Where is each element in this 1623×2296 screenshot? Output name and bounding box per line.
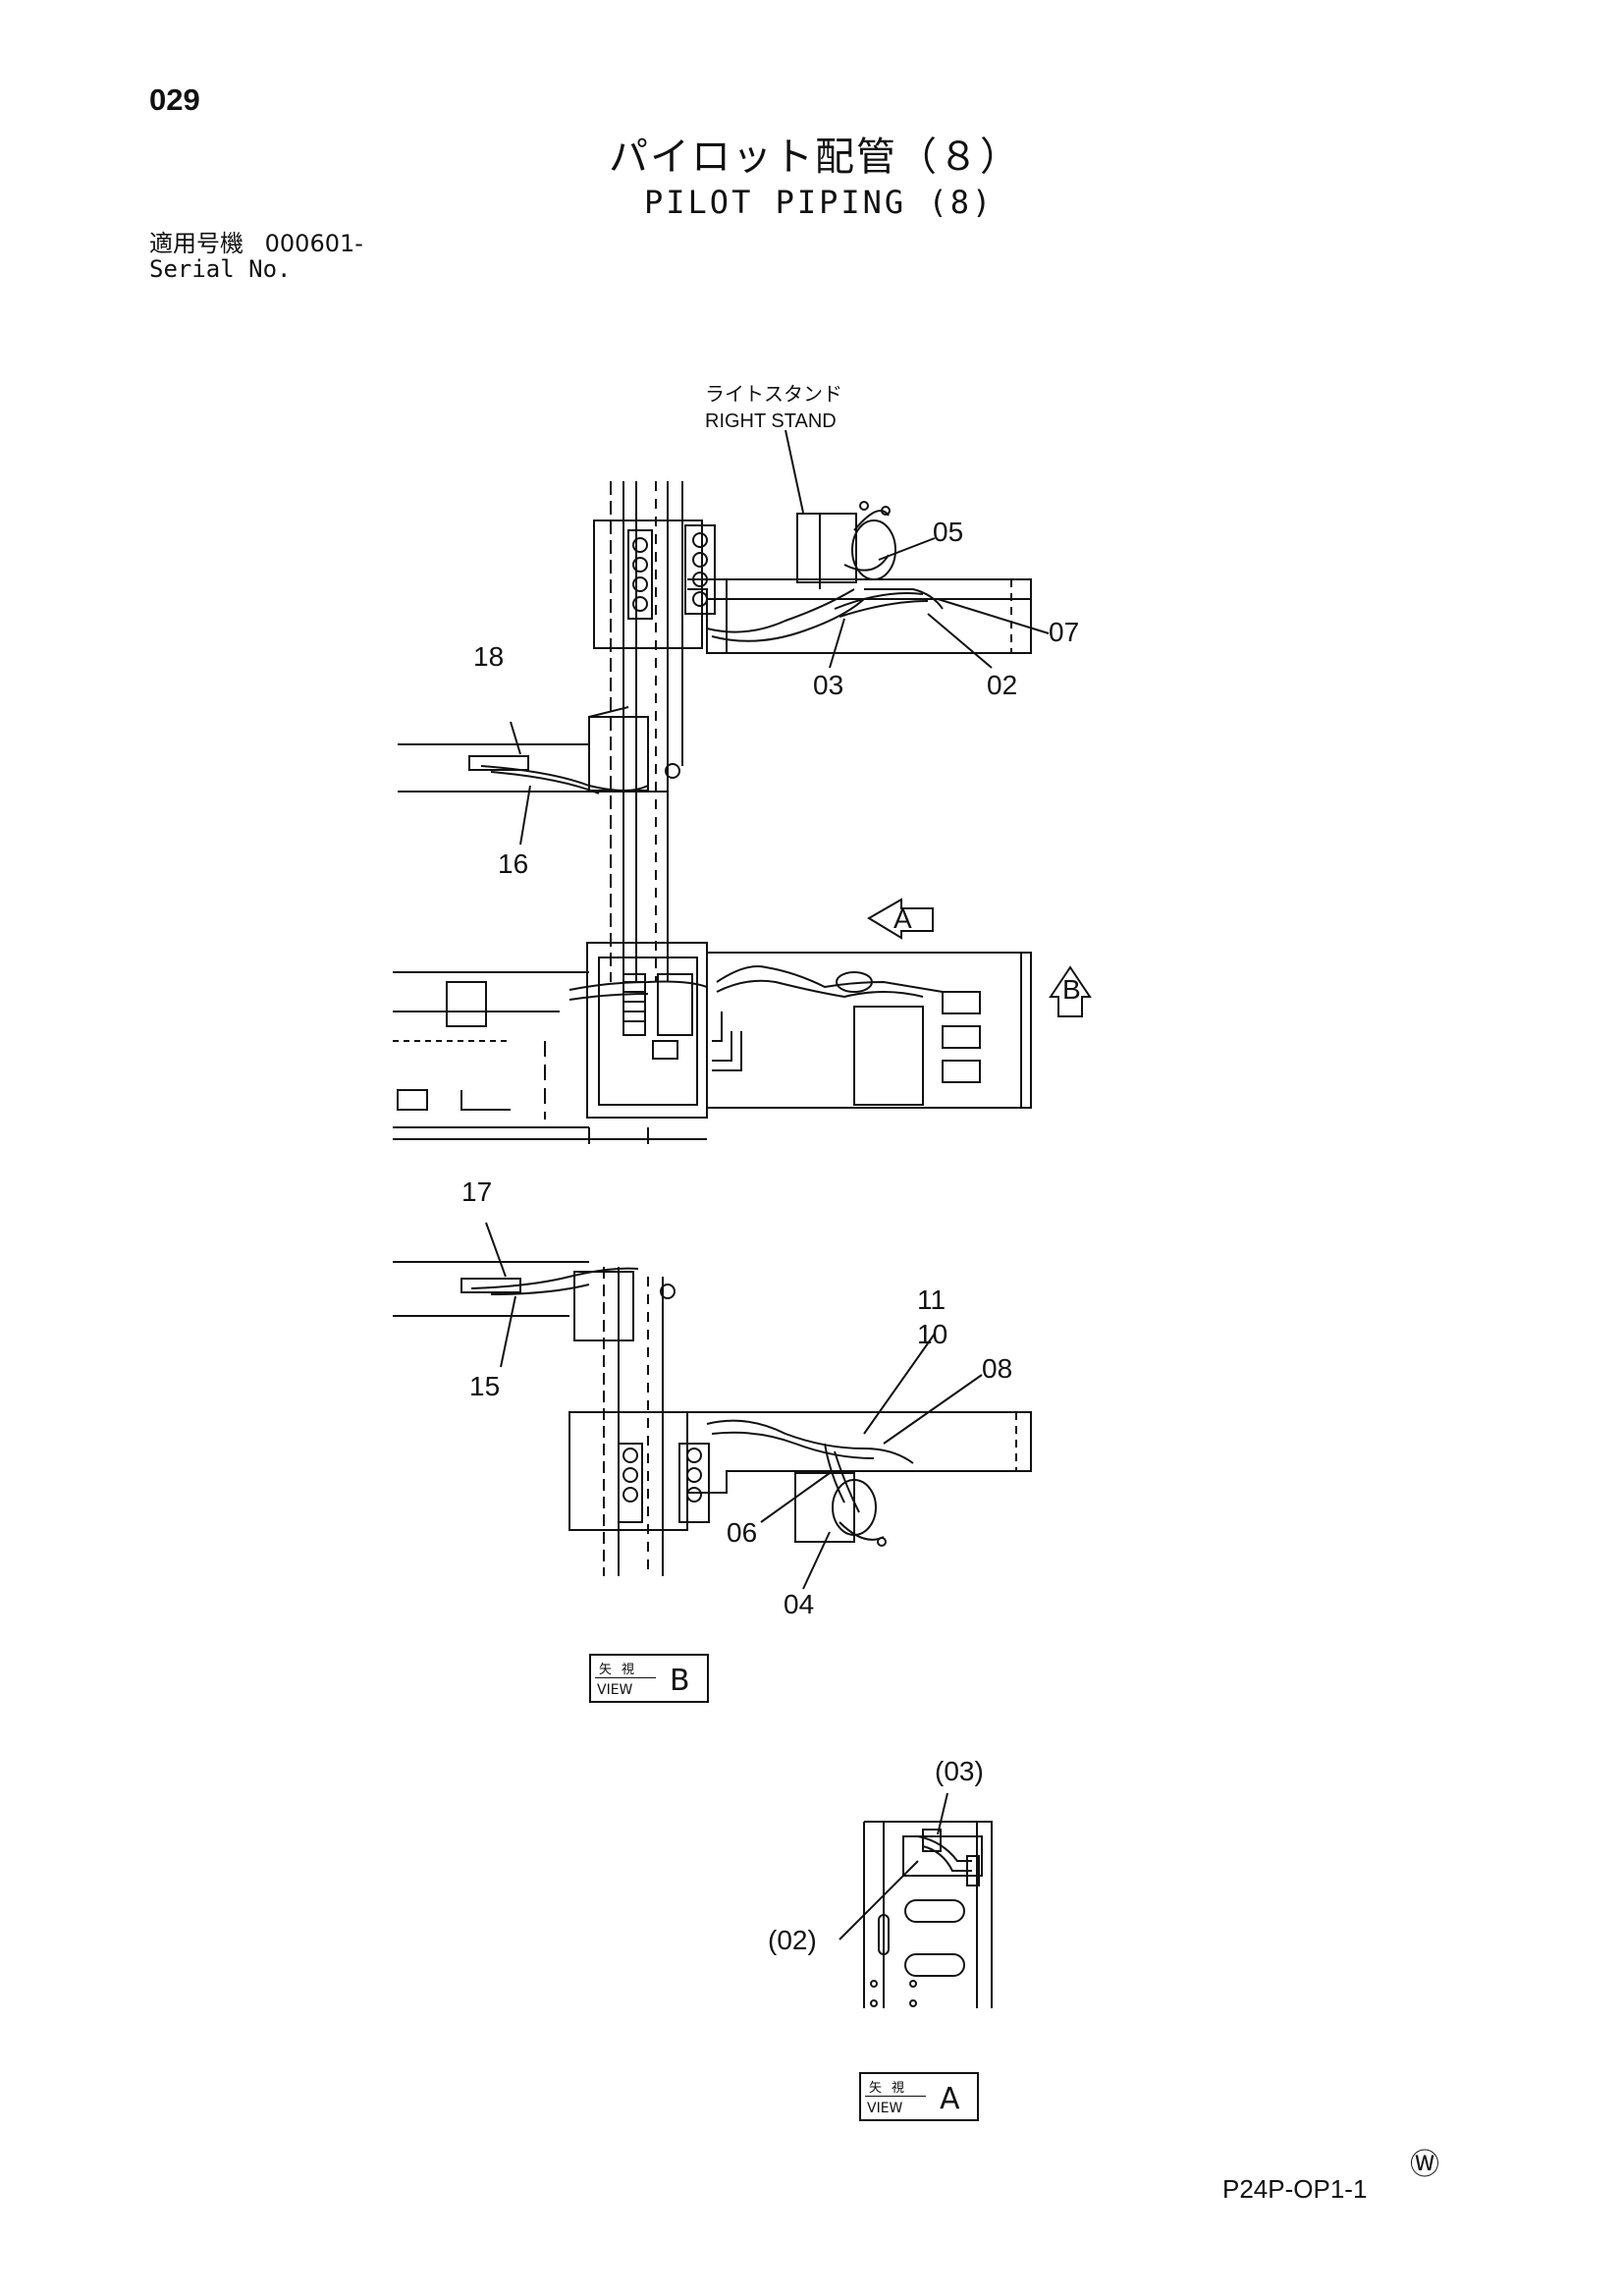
view-b-en: VIEW bbox=[597, 1682, 633, 1698]
figure-side-view bbox=[398, 429, 1050, 982]
view-arrow-b-letter: B bbox=[1062, 974, 1081, 1005]
figure-plan-view bbox=[393, 898, 1092, 1144]
serial-label: 適用号機 bbox=[149, 230, 243, 257]
callout-10: 10 bbox=[917, 1319, 948, 1349]
callout-07: 07 bbox=[1049, 617, 1080, 647]
title-japanese: パイロット配管（８） bbox=[609, 135, 1021, 180]
serial-label-en: Serial No. bbox=[149, 255, 292, 283]
serial-value: 000601- bbox=[264, 230, 363, 257]
callout-ref-02: (02) bbox=[768, 1925, 817, 1955]
serial-label-jp: 適用号機 000601- bbox=[149, 232, 363, 255]
view-arrow-a-letter: A bbox=[893, 903, 912, 934]
callout-05: 05 bbox=[933, 517, 964, 547]
view-b-jp: 矢視 bbox=[599, 1663, 645, 1677]
view-a-letter: A bbox=[940, 2082, 960, 2116]
view-arrow-b bbox=[1049, 965, 1092, 1017]
figure-view-b bbox=[393, 1222, 1032, 1590]
callout-02: 02 bbox=[987, 670, 1018, 700]
callout-06: 06 bbox=[727, 1517, 758, 1548]
callout-08: 08 bbox=[982, 1353, 1013, 1384]
callout-04: 04 bbox=[784, 1589, 815, 1619]
w-mark: Ⓦ bbox=[1410, 2148, 1439, 2182]
view-b-letter: B bbox=[670, 1664, 690, 1698]
callout-16: 16 bbox=[498, 848, 529, 879]
view-b-divider bbox=[595, 1677, 656, 1678]
callout-11: 11 bbox=[917, 1285, 947, 1315]
callout-03: 03 bbox=[813, 670, 844, 700]
figure-view-a bbox=[839, 1792, 993, 2008]
view-a-jp: 矢視 bbox=[869, 2081, 915, 2096]
view-arrow-a bbox=[867, 898, 934, 940]
drawing-code: P24P-OP1-1 bbox=[1222, 2174, 1368, 2204]
page-number: 029 bbox=[149, 82, 200, 117]
label-right-stand-jp: ライトスタンド bbox=[705, 384, 842, 406]
view-b-label: 矢視 VIEW B bbox=[589, 1654, 709, 1703]
view-a-label: 矢視 VIEW A bbox=[859, 2072, 979, 2121]
callout-15: 15 bbox=[469, 1371, 501, 1401]
callout-17: 17 bbox=[461, 1176, 493, 1207]
title-english: PILOT PIPING (8) bbox=[644, 184, 995, 221]
view-a-divider bbox=[865, 2096, 926, 2097]
label-right-stand-en: RIGHT STAND bbox=[705, 410, 837, 432]
callout-18: 18 bbox=[473, 641, 505, 672]
view-a-en: VIEW bbox=[867, 2101, 903, 2116]
callout-ref-03: (03) bbox=[935, 1756, 984, 1786]
